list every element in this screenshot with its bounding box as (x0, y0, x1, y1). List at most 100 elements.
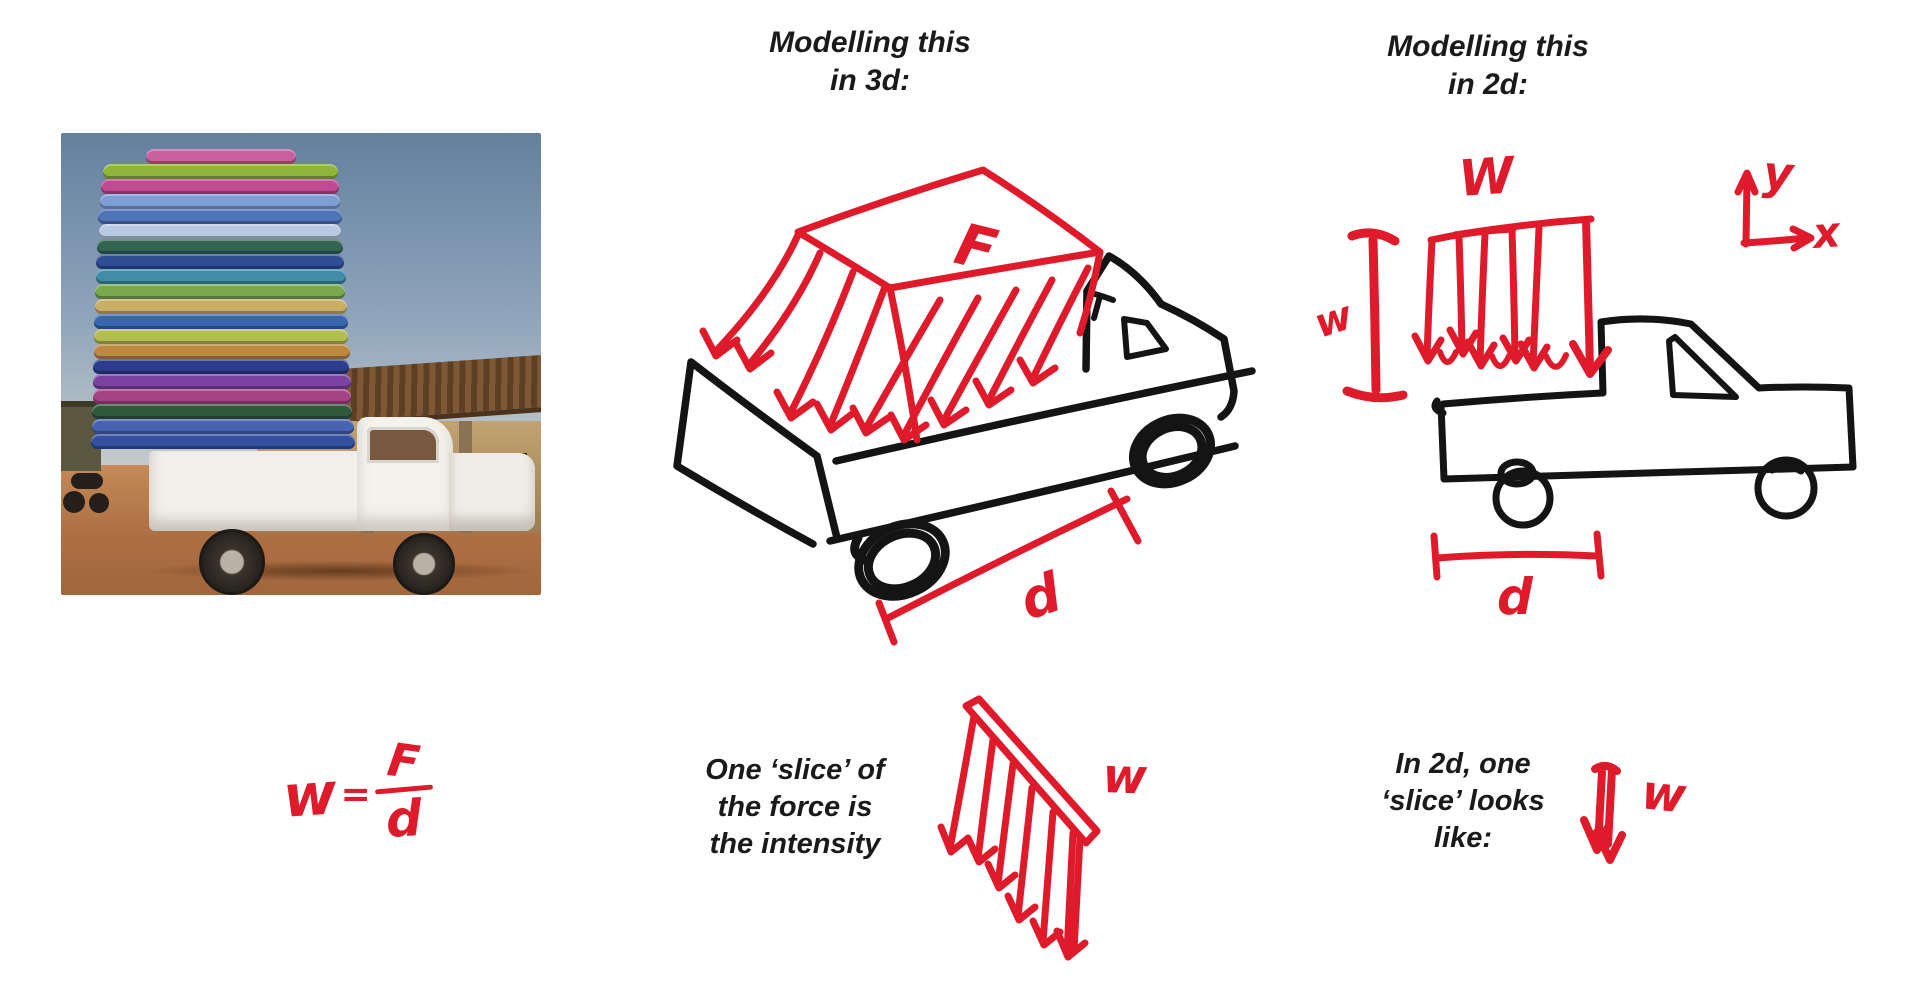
caption-slice-2d: In 2d, one ‘slice’ looks like: (1338, 746, 1588, 856)
load-arrow (1499, 226, 1533, 365)
mattress-layer (95, 299, 347, 314)
truck-bed-rail (832, 367, 1256, 465)
slice-3d-intensity-label: w (1102, 748, 1149, 806)
mattress-layer (98, 209, 342, 224)
rear-wheel (854, 519, 950, 601)
load-arrow (887, 294, 982, 444)
load-arrow (1517, 224, 1551, 372)
truck-cab-window (1666, 334, 1739, 400)
rear-wheel (1492, 467, 1554, 529)
photo-motorcycle (63, 463, 115, 515)
sketch-2d-truck: W w d y x (1309, 145, 1857, 626)
mattress-layer (93, 374, 351, 389)
truck-3d-wheels (850, 413, 1216, 601)
truck-cab-outline (1082, 252, 1238, 421)
photo-cab-window (367, 427, 439, 463)
mattress-layer (146, 149, 296, 164)
slice-arrow (937, 712, 978, 856)
formula-denominator: d (384, 789, 424, 849)
rear-wheel-inner (863, 528, 941, 594)
load-arrow (699, 231, 802, 360)
arrowhead-squiggles (1437, 349, 1569, 370)
photo-truck-hood (449, 453, 535, 531)
distributed-load-2d (1342, 169, 1815, 581)
axis-y-label: y (1761, 145, 1797, 201)
load-arrow (1464, 229, 1498, 370)
caption-line: One ‘slice’ of (705, 754, 885, 786)
intensity-label-2d: w (1309, 292, 1359, 347)
mattress-layer (92, 404, 352, 419)
heading-model-2d: Modelling this in 2d: (1363, 28, 1613, 104)
mattress-layer (91, 434, 355, 449)
mattress-layer (94, 314, 348, 329)
load-arrow (927, 286, 1020, 429)
load-arrow (1446, 233, 1480, 358)
load-label-2d: W (1457, 146, 1519, 208)
load-arrow (849, 296, 944, 437)
caption-line: ‘slice’ looks (1381, 784, 1545, 817)
mattress-layer (93, 359, 349, 374)
caption-slice-3d: One ‘slice’ of the force is the intensit… (670, 752, 920, 862)
mattress-layer (101, 179, 339, 194)
rear-wheel-scribble (1497, 458, 1537, 488)
length-label-3d: d (1013, 560, 1071, 632)
photo-rear-wheel (199, 529, 265, 595)
heading-line: in 2d: (1448, 68, 1528, 102)
mattress-layer (92, 419, 354, 434)
slice-2d-intensity-label: w (1639, 764, 1690, 824)
mattress-truck-photo (61, 133, 541, 595)
heading-model-3d: Modelling this in 3d: (745, 24, 995, 100)
slice-blade (962, 695, 1101, 847)
length-label-2d: d (1497, 568, 1534, 626)
mattress-layer (93, 389, 351, 404)
truck-bed-end-panel (673, 358, 841, 548)
formula-equals: = (340, 774, 371, 816)
load-arrow (1569, 216, 1612, 378)
sketch-3d-truck: F d (673, 166, 1256, 646)
load-arrow (1016, 264, 1092, 387)
distributed-load-3d (699, 166, 1142, 646)
mattress-layer (96, 254, 344, 269)
load-arrow (1411, 237, 1445, 365)
caption-line: In 2d, one (1395, 748, 1531, 780)
front-wheel (1754, 456, 1818, 520)
load-arrows-3d (699, 231, 1092, 444)
slice-arrow (964, 736, 999, 866)
heading-line: in 3d: (830, 64, 910, 98)
intensity-dimension-bar (1342, 228, 1408, 403)
slice-arrow (1004, 784, 1039, 924)
slice-3d-drawing: w (937, 695, 1149, 961)
slice-blade-and-arrows (937, 695, 1101, 961)
force-label-3d: F (949, 210, 1004, 286)
load-arrow (773, 268, 857, 422)
load-arrows-2d (1411, 216, 1612, 378)
truck-cab-profile (1597, 315, 1857, 471)
front-wheel-scribble (1768, 463, 1805, 475)
heading-line: Modelling this (1387, 30, 1589, 63)
load-right-edge (1076, 248, 1104, 337)
truck-2d-body (1431, 315, 1857, 529)
mattress-layer (103, 164, 338, 179)
double-arrow-down (1580, 762, 1626, 864)
axis-x-label: x (1809, 207, 1843, 258)
truck-cab-window (1121, 316, 1169, 360)
heading-line: Modelling this (769, 26, 971, 59)
length-dimension-2d (1430, 530, 1605, 581)
mattress-layer (100, 194, 340, 209)
slice-arrow (1029, 808, 1064, 949)
slice-2d-arrow (1580, 762, 1626, 864)
caption-line: the intensity (709, 827, 881, 860)
caption-line: the force is (717, 790, 873, 823)
formula-numerator: F (384, 732, 424, 790)
slice-2d-drawing: w (1580, 762, 1690, 864)
load-arrow (733, 249, 824, 373)
mattress-layer (97, 239, 343, 254)
load-arrow (813, 283, 889, 434)
load-top-line (1427, 215, 1595, 244)
formula-lhs: w (280, 758, 339, 831)
rear-wheel-curl (850, 533, 873, 566)
front-wheel-inner (1137, 422, 1207, 482)
truck-bed-profile (1431, 389, 1857, 483)
mattress-layer (99, 224, 341, 239)
